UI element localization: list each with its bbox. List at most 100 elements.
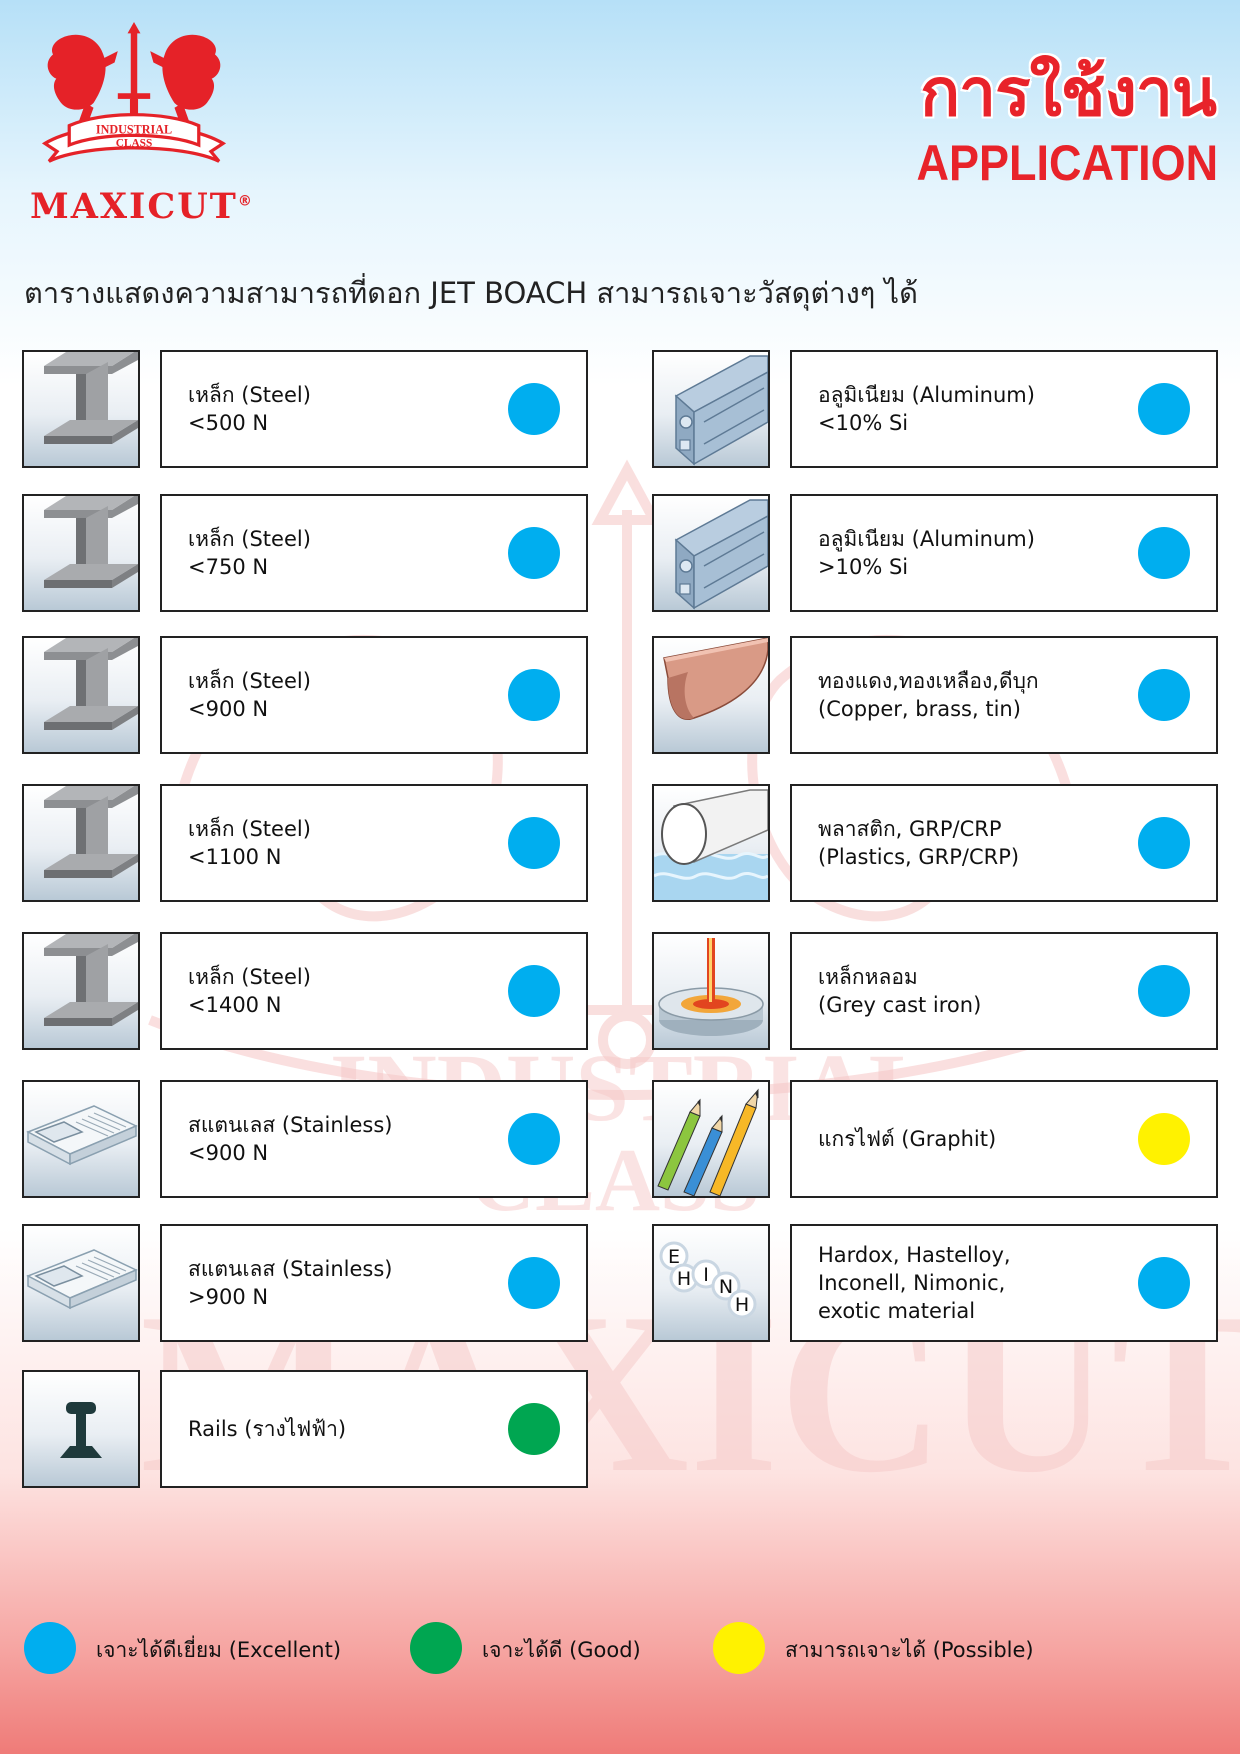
excellent-dot-icon — [24, 1622, 76, 1674]
material-row: พลาสติก, GRP/CRP(Plastics, GRP/CRP) — [652, 784, 1218, 902]
material-cell: พลาสติก, GRP/CRP(Plastics, GRP/CRP) — [790, 784, 1218, 902]
material-label: เหล็ก (Steel)<500 N — [188, 381, 488, 437]
rating-dot-icon — [508, 383, 560, 435]
material-label: สแตนเลส (Stainless) >900 N — [188, 1255, 488, 1311]
material-label-line: สแตนเลส (Stainless) — [188, 1113, 393, 1137]
material-label: เหล็กหลอม (Grey cast iron) — [818, 963, 1118, 1019]
rating-legend: เจาะได้ดีเยี่ยม (Excellent) เจาะได้ดี (G… — [0, 1620, 1240, 1676]
plastic-pipe-icon — [654, 789, 768, 900]
material-label-line: <1100 N — [188, 845, 282, 869]
material-thumbnail — [652, 1080, 770, 1198]
material-row: สแตนเลส (Stainless) <900 N — [22, 1080, 588, 1198]
material-thumbnail — [22, 784, 140, 902]
material-label-line: >900 N — [188, 1285, 269, 1309]
pencils-icon — [657, 1088, 759, 1196]
material-label-line: เหล็ก (Steel) — [188, 383, 311, 407]
material-label-line: สแตนเลส (Stainless) — [188, 1257, 393, 1281]
steel-beam-icon — [44, 352, 138, 444]
material-label-line: อลูมิเนียม (Aluminum) — [818, 527, 1035, 551]
steel-beam-icon — [44, 496, 138, 588]
logo-banner-bottom: CLASS — [116, 138, 153, 150]
rating-dot-icon — [1138, 965, 1190, 1017]
material-label-line: เหล็ก (Steel) — [188, 669, 311, 693]
material-cell: เหล็ก (Steel)<750 N — [160, 494, 588, 612]
material-label-line: เหล็ก (Steel) — [188, 965, 311, 989]
material-label-line: exotic material — [818, 1299, 976, 1323]
alloy-letter: E — [668, 1246, 680, 1268]
material-label: แกรไฟต์ (Graphit) — [818, 1125, 1118, 1153]
material-row: สแตนเลส (Stainless) >900 N — [22, 1224, 588, 1342]
material-label-line: <10% Si — [818, 411, 909, 435]
material-cell: ทองแดง,ทองเหลือง,ดีบุก(Copper, brass, ti… — [790, 636, 1218, 754]
alloy-letter: H — [735, 1294, 749, 1316]
material-thumbnail — [652, 350, 770, 468]
material-label: สแตนเลส (Stainless) <900 N — [188, 1111, 488, 1167]
cast-iron-icon — [658, 938, 764, 1036]
page-title-english: APPLICATION — [916, 135, 1218, 191]
material-cell: อลูมิเนียม (Aluminum) >10% Si — [790, 494, 1218, 612]
rating-dot-icon — [508, 1113, 560, 1165]
logo-banner-top: INDUSTRIAL — [96, 123, 172, 137]
material-row: อลูมิเนียม (Aluminum) <10% Si — [652, 350, 1218, 468]
rating-dot-icon — [508, 817, 560, 869]
rail-icon — [60, 1402, 102, 1458]
material-row: อลูมิเนียม (Aluminum) >10% Si — [652, 494, 1218, 612]
material-label: Hardox, Hastelloy,Inconell, Nimonic,exot… — [818, 1241, 1118, 1325]
material-label-line: อลูมิเนียม (Aluminum) — [818, 383, 1035, 407]
material-label-line: <1400 N — [188, 993, 282, 1017]
material-thumbnail — [652, 636, 770, 754]
material-thumbnail — [22, 350, 140, 468]
material-row: เหล็กหลอม (Grey cast iron) — [652, 932, 1218, 1050]
material-label-line: (Plastics, GRP/CRP) — [818, 845, 1020, 869]
material-label-line: เหล็กหลอม — [818, 965, 918, 989]
material-row: เหล็ก (Steel)<500 N — [22, 350, 588, 468]
material-row: แกรไฟต์ (Graphit) — [652, 1080, 1218, 1198]
legend-label: สามารถเจาะได้ (Possible) — [785, 1638, 1034, 1662]
legend-label: เจาะได้ดีเยี่ยม (Excellent) — [96, 1638, 342, 1662]
possible-dot-icon — [713, 1622, 765, 1674]
material-row: เหล็ก (Steel)<750 N — [22, 494, 588, 612]
copper-gutter-icon — [663, 638, 768, 720]
material-thumbnail — [22, 494, 140, 612]
material-thumbnail — [652, 784, 770, 902]
material-label: เหล็ก (Steel)<750 N — [188, 525, 488, 581]
brand-name: MAXICUT® — [30, 186, 254, 227]
material-thumbnail — [22, 1080, 140, 1198]
material-label-line: (Copper, brass, tin) — [818, 697, 1021, 721]
rating-dot-icon — [1138, 817, 1190, 869]
material-label-line: เหล็ก (Steel) — [188, 527, 311, 551]
rating-dot-icon — [508, 1257, 560, 1309]
rating-dot-icon — [1138, 1113, 1190, 1165]
rating-dot-icon — [508, 965, 560, 1017]
material-cell: เหล็ก (Steel) <900 N — [160, 636, 588, 754]
material-label-line: Rails (รางไฟฟ้า) — [188, 1417, 347, 1441]
material-label-line: (Grey cast iron) — [818, 993, 982, 1017]
material-row: เหล็ก (Steel) <900 N — [22, 636, 588, 754]
material-label: ทองแดง,ทองเหลือง,ดีบุก(Copper, brass, ti… — [818, 667, 1118, 723]
material-cell: Hardox, Hastelloy,Inconell, Nimonic,exot… — [790, 1224, 1218, 1342]
material-label: อลูมิเนียม (Aluminum) <10% Si — [818, 381, 1118, 437]
material-label: เหล็ก (Steel) <1400 N — [188, 963, 488, 1019]
material-cell: แกรไฟต์ (Graphit) — [790, 1080, 1218, 1198]
material-thumbnail — [652, 932, 770, 1050]
material-cell: สแตนเลส (Stainless) >900 N — [160, 1224, 588, 1342]
rating-dot-icon — [508, 527, 560, 579]
material-row: เหล็ก (Steel) <1400 N — [22, 932, 588, 1050]
material-row: Rails (รางไฟฟ้า) — [22, 1370, 588, 1488]
alloy-letter: I — [703, 1264, 709, 1286]
material-label-line: <900 N — [188, 697, 269, 721]
material-label-line: Inconell, Nimonic, — [818, 1271, 1006, 1295]
material-label-line: >10% Si — [818, 555, 909, 579]
material-label-line: แกรไฟต์ (Graphit) — [818, 1127, 997, 1151]
material-thumbnail — [652, 494, 770, 612]
lions-crest-icon: INDUSTRIAL CLASS — [41, 22, 227, 163]
material-thumbnail — [22, 1370, 140, 1488]
stainless-sink-icon — [26, 1105, 138, 1166]
material-cell: สแตนเลส (Stainless) <900 N — [160, 1080, 588, 1198]
material-label: อลูมิเนียม (Aluminum) >10% Si — [818, 525, 1118, 581]
material-label-line: <900 N — [188, 1141, 269, 1165]
legend-label: เจาะได้ดี (Good) — [482, 1638, 641, 1662]
